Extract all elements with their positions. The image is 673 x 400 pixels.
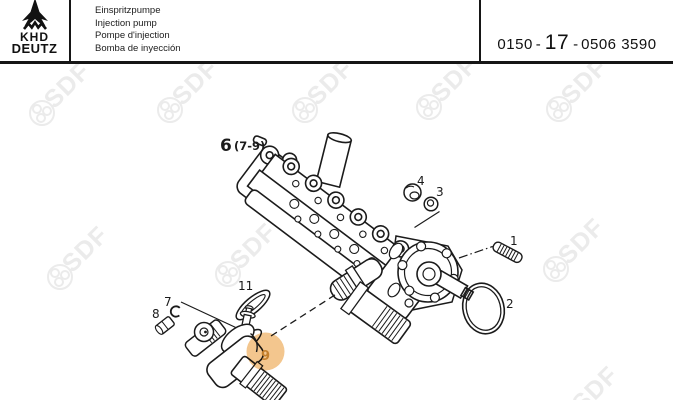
part-1-stud <box>492 241 523 264</box>
doc-number-code: 0506 3590 <box>581 36 657 53</box>
pump-top-cylinder <box>315 132 353 189</box>
title-de: Einspritzpumpe <box>95 5 161 16</box>
document-number-cell: 0150 - 17 - 0506 3590 <box>479 0 673 61</box>
leader-line-1 <box>458 245 493 259</box>
part-8-sleeve <box>154 316 175 335</box>
assembly-callout-6[interactable]: 6 (7-9) <box>220 136 265 156</box>
drive-coupling <box>339 280 412 345</box>
leader-line-3 <box>414 210 440 229</box>
exploded-view-diagram: 6 (7-9) 1 2 3 4 7 8 9 11 <box>152 132 523 400</box>
callout-8[interactable]: 8 <box>152 307 160 321</box>
callout-11[interactable]: 11 <box>238 279 253 293</box>
title-en: Injection pump <box>95 17 157 29</box>
callout-7[interactable]: 7 <box>164 295 172 309</box>
callout-4[interactable]: 4 <box>417 174 425 188</box>
part-3-washer <box>423 196 439 212</box>
svg-text:6: 6 <box>220 136 232 156</box>
document-number: 0150 - 17 - 0506 3590 <box>497 31 656 55</box>
callout-2[interactable]: 2 <box>506 297 514 311</box>
khd-tower-logo-icon <box>21 0 48 30</box>
brand-text-khd: KHD <box>20 30 49 44</box>
feed-pump-mount-fitting <box>329 258 383 301</box>
svg-text:(7-9): (7-9) <box>234 139 265 153</box>
callout-1[interactable]: 1 <box>510 234 518 248</box>
doc-number-sep1: - <box>535 36 541 53</box>
page-header: KHD DEUTZ Einspritzpumpe Injection pump … <box>0 0 673 64</box>
part-title-block: Einspritzpumpe Injection pump Pompe d'in… <box>71 0 479 61</box>
doc-number-group: 0150 <box>497 36 533 53</box>
leader-line-9 <box>250 332 258 353</box>
doc-number-page: 17 <box>544 31 570 54</box>
doc-number-sep2: - <box>573 36 579 53</box>
callout-9[interactable]: 9 <box>261 349 270 364</box>
brand-logo: KHD DEUTZ <box>0 0 71 61</box>
part-2-o-ring <box>461 282 506 335</box>
title-fr: Pompe d'injection <box>95 30 170 41</box>
callout-3[interactable]: 3 <box>436 185 444 199</box>
part-4-nut <box>403 183 422 202</box>
title-es: Bomba de inyección <box>95 42 181 54</box>
mount-dashed-line <box>270 292 339 337</box>
pump-mounting-flange <box>387 241 475 308</box>
brand-text-deutz: DEUTZ <box>11 41 58 56</box>
